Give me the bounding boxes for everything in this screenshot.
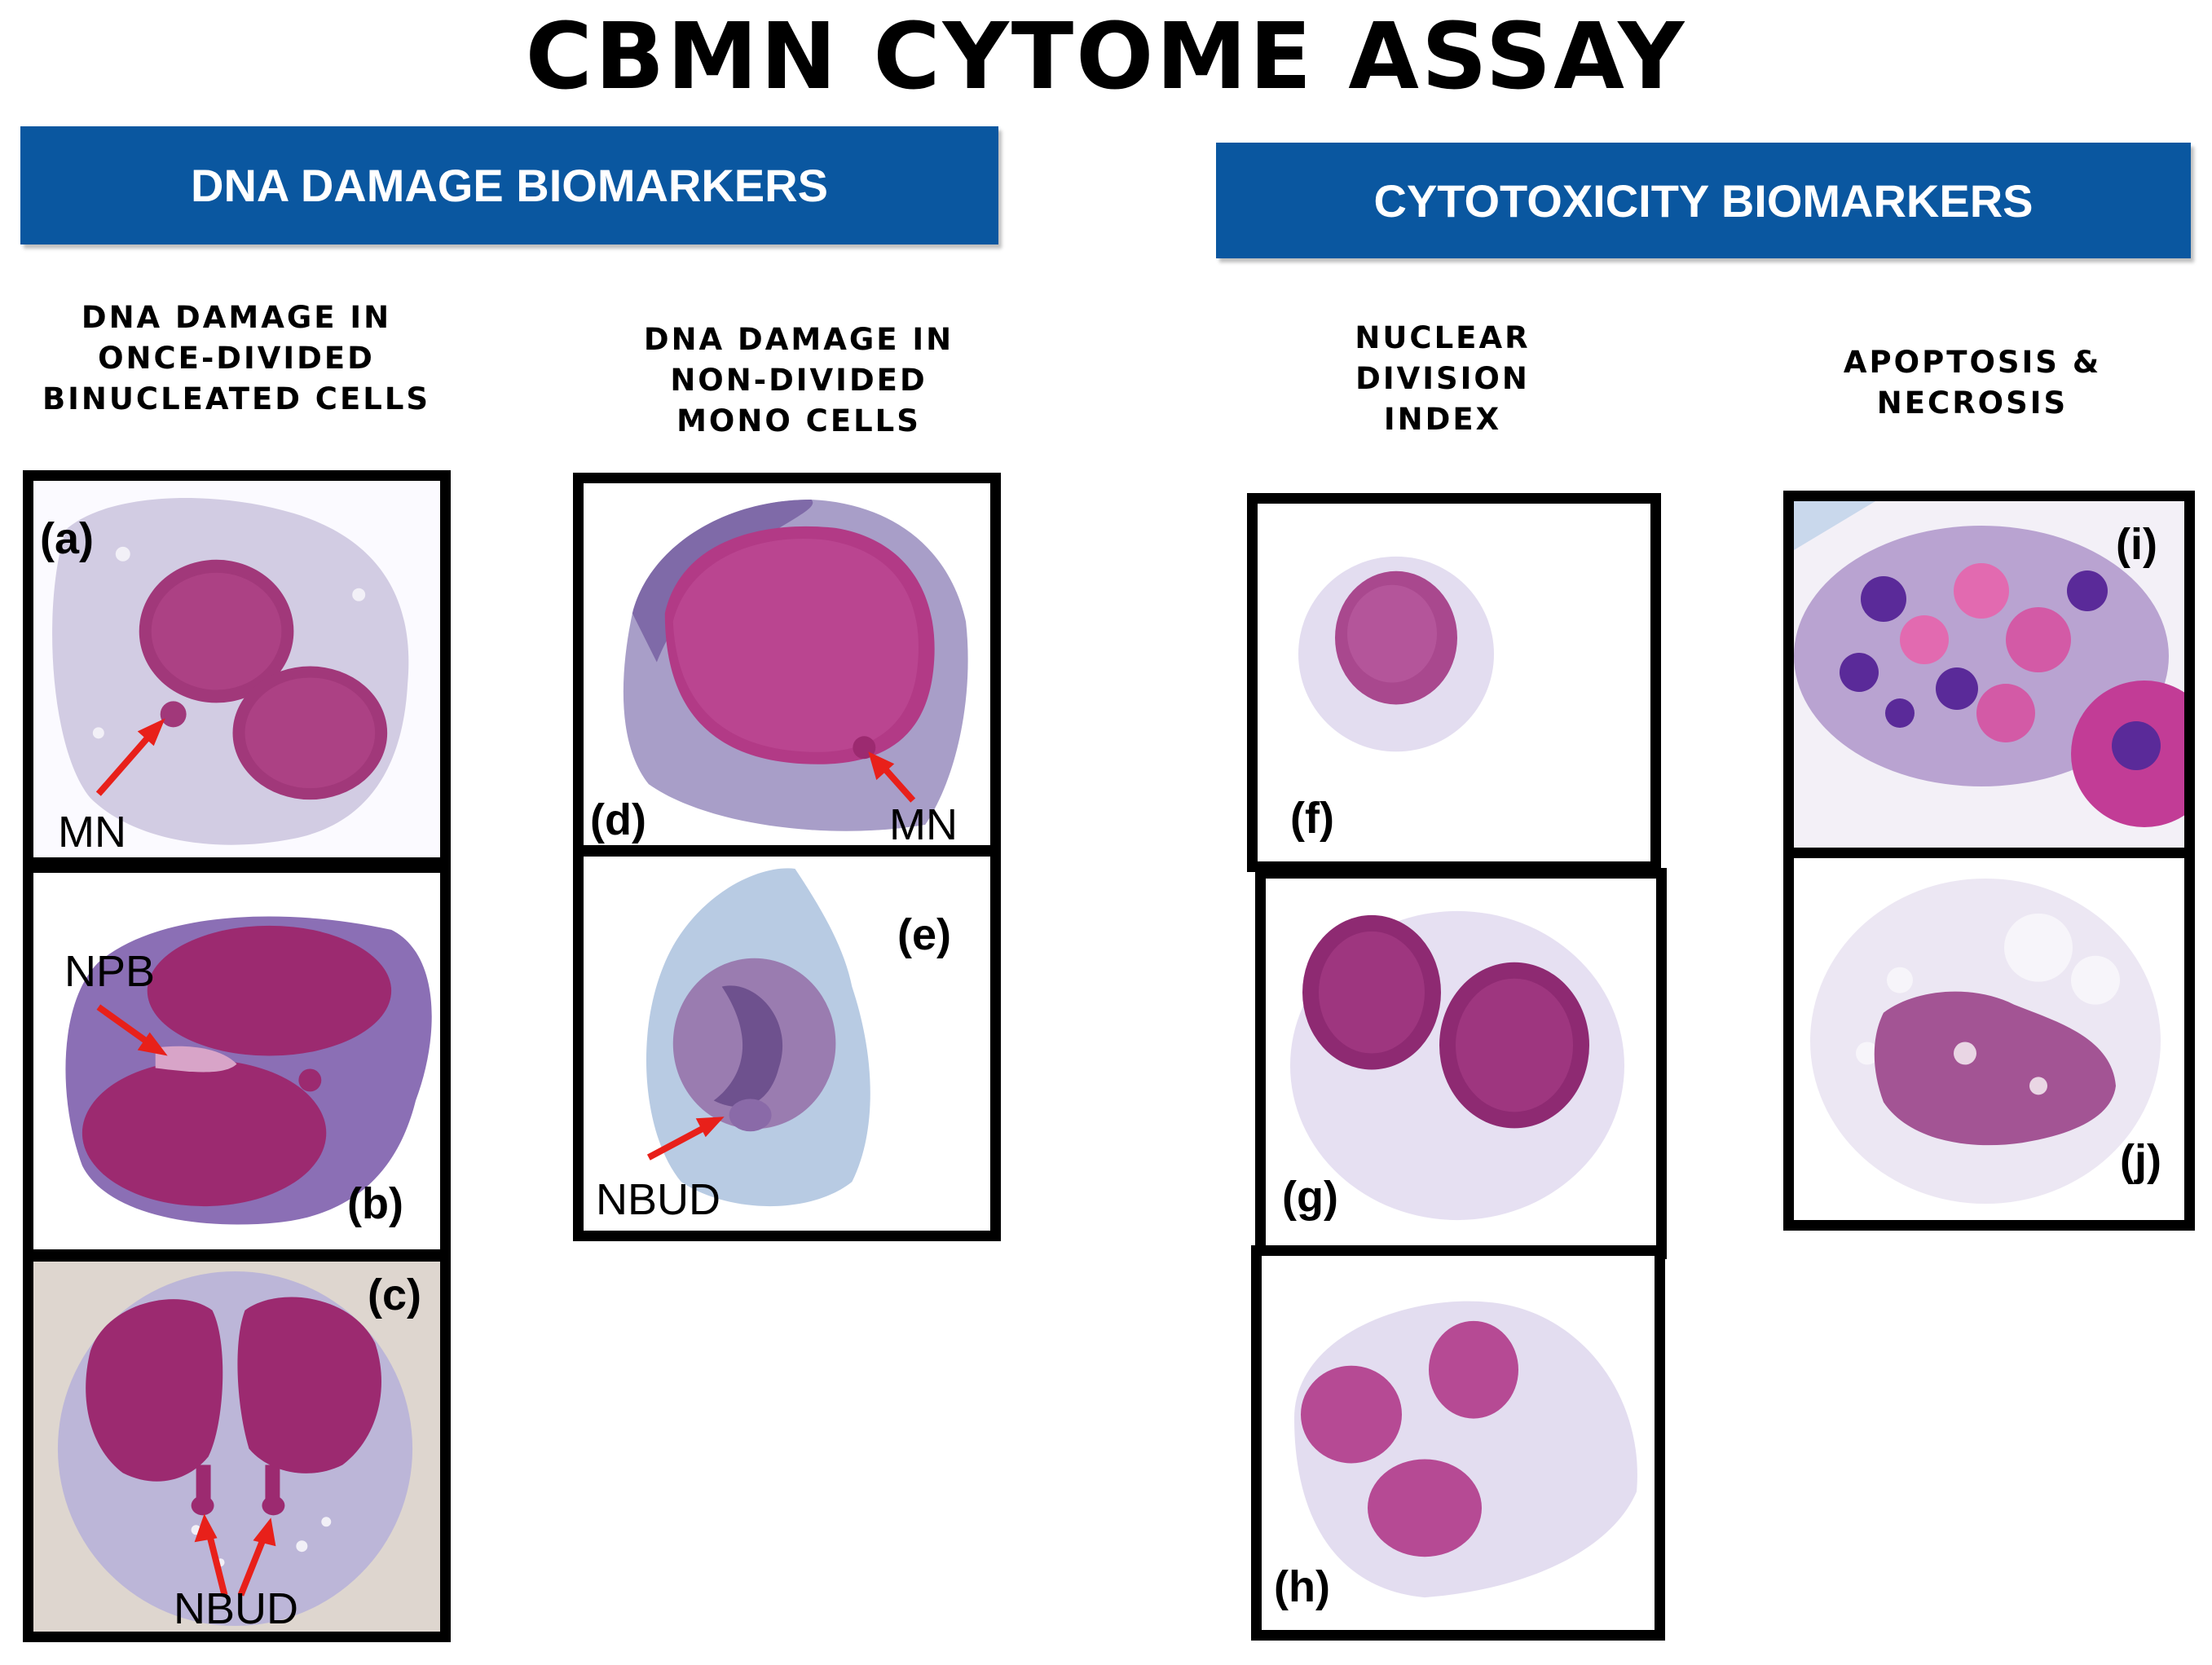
cell-image-h — [1262, 1256, 1655, 1630]
panel-label: (e) — [897, 910, 951, 959]
header-line: DNA DAMAGE IN — [643, 322, 954, 357]
header-line: NECROSIS — [1876, 385, 2069, 421]
header-line: NON-DIVIDED — [670, 363, 928, 398]
cell-image-b — [33, 873, 440, 1249]
panel-b: (b) NPB — [23, 862, 451, 1260]
panel-label: (j) — [2120, 1136, 2161, 1185]
panel-label: (d) — [590, 795, 646, 844]
panel-i: (i) — [1783, 491, 2195, 867]
dna-damage-banner: DNA DAMAGE BIOMARKERS — [20, 126, 998, 244]
cell-image-e — [584, 857, 990, 1231]
panel-j: (j) — [1783, 848, 2195, 1231]
annotation-mn: MN — [58, 808, 126, 857]
panel-d: (d) MN — [573, 473, 1001, 856]
panel-g: (g) — [1255, 868, 1667, 1259]
figure-title: CBMN CYTOME ASSAY — [525, 4, 1687, 110]
panel-label: (b) — [347, 1179, 403, 1228]
header-line: NUCLEAR — [1355, 320, 1531, 355]
cell-image-j — [1794, 858, 2184, 1220]
panel-a: (a) MN — [23, 470, 451, 868]
panel-label: (h) — [1274, 1562, 1330, 1611]
annotation-nbud: NBUD — [174, 1584, 299, 1633]
panel-e: (e) NBUD — [573, 846, 1001, 1241]
header-line: ONCE-DIVIDED — [98, 341, 375, 376]
header-line: BINUCLEATED CELLS — [42, 381, 431, 416]
panel-f: (f) — [1247, 493, 1661, 872]
header-line: MONO CELLS — [676, 403, 921, 438]
panel-label: (a) — [40, 514, 94, 563]
panel-h: (h) — [1251, 1245, 1665, 1641]
column-header-binucleated: DNA DAMAGE IN ONCE-DIVIDED BINUCLEATED C… — [0, 297, 473, 420]
header-line: INDEX — [1383, 402, 1502, 437]
annotation-npb: NPB — [64, 947, 156, 996]
cell-image-g — [1266, 879, 1656, 1249]
cytotoxicity-banner: CYTOTOXICITY BIOMARKERS — [1216, 143, 2191, 258]
dna-damage-banner-label: DNA DAMAGE BIOMARKERS — [191, 160, 828, 211]
cell-image-f — [1258, 504, 1650, 861]
panel-label: (f) — [1290, 794, 1334, 843]
cell-image-d — [584, 483, 990, 845]
annotation-nbud: NBUD — [596, 1175, 721, 1224]
panel-label: (g) — [1282, 1173, 1338, 1222]
cell-image-i — [1794, 501, 2184, 857]
column-header-mono: DNA DAMAGE IN NON-DIVIDED MONO CELLS — [571, 319, 1027, 442]
panel-label: (c) — [368, 1271, 421, 1319]
panel-label: (i) — [2116, 520, 2157, 569]
header-line: DNA DAMAGE IN — [81, 300, 392, 335]
panel-c: (c) NBUD — [23, 1251, 451, 1642]
annotation-mn: MN — [889, 800, 958, 849]
cytotoxicity-banner-label: CYTOTOXICITY BIOMARKERS — [1373, 174, 2034, 227]
column-header-apoptosis: APOPTOSIS & NECROSIS — [1777, 342, 2168, 424]
column-header-ndi: NUCLEAR DIVISION INDEX — [1247, 318, 1638, 440]
header-line: DIVISION — [1355, 361, 1530, 396]
header-line: APOPTOSIS & — [1843, 345, 2102, 380]
cell-image-c — [33, 1262, 440, 1632]
cell-image-a — [33, 481, 440, 857]
